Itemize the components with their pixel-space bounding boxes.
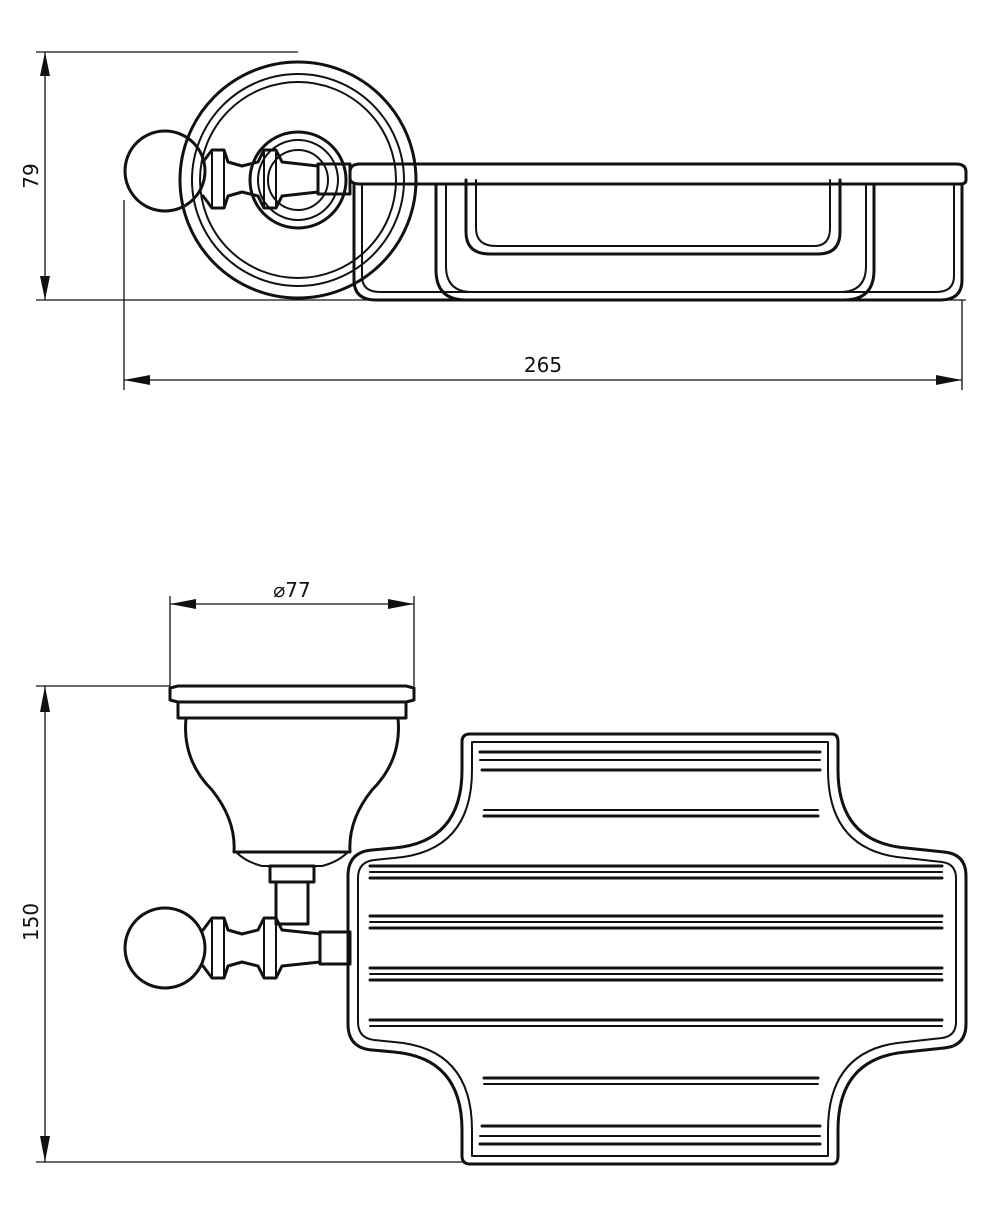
dimension-length: 265 [123, 200, 963, 390]
dimension-height-bottom: 150 [19, 685, 462, 1163]
basket-slats [368, 750, 944, 1146]
dimension-label-79: 79 [19, 163, 43, 188]
dimension-label-150: 150 [19, 903, 43, 941]
soap-basket-plan [346, 732, 968, 1166]
dimension-diameter: ⌀77 [169, 578, 415, 686]
tumbler-cup [168, 684, 416, 867]
dimension-label-265: 265 [524, 353, 562, 377]
soap-basket [348, 162, 968, 302]
wall-rosette [178, 60, 418, 300]
front-view [123, 684, 968, 1166]
top-view [123, 60, 968, 302]
holder-stem [123, 864, 352, 990]
ball-knob [123, 129, 352, 213]
dimension-label-diameter: ⌀77 [273, 578, 311, 602]
dimension-height-top: 79 [19, 51, 966, 301]
